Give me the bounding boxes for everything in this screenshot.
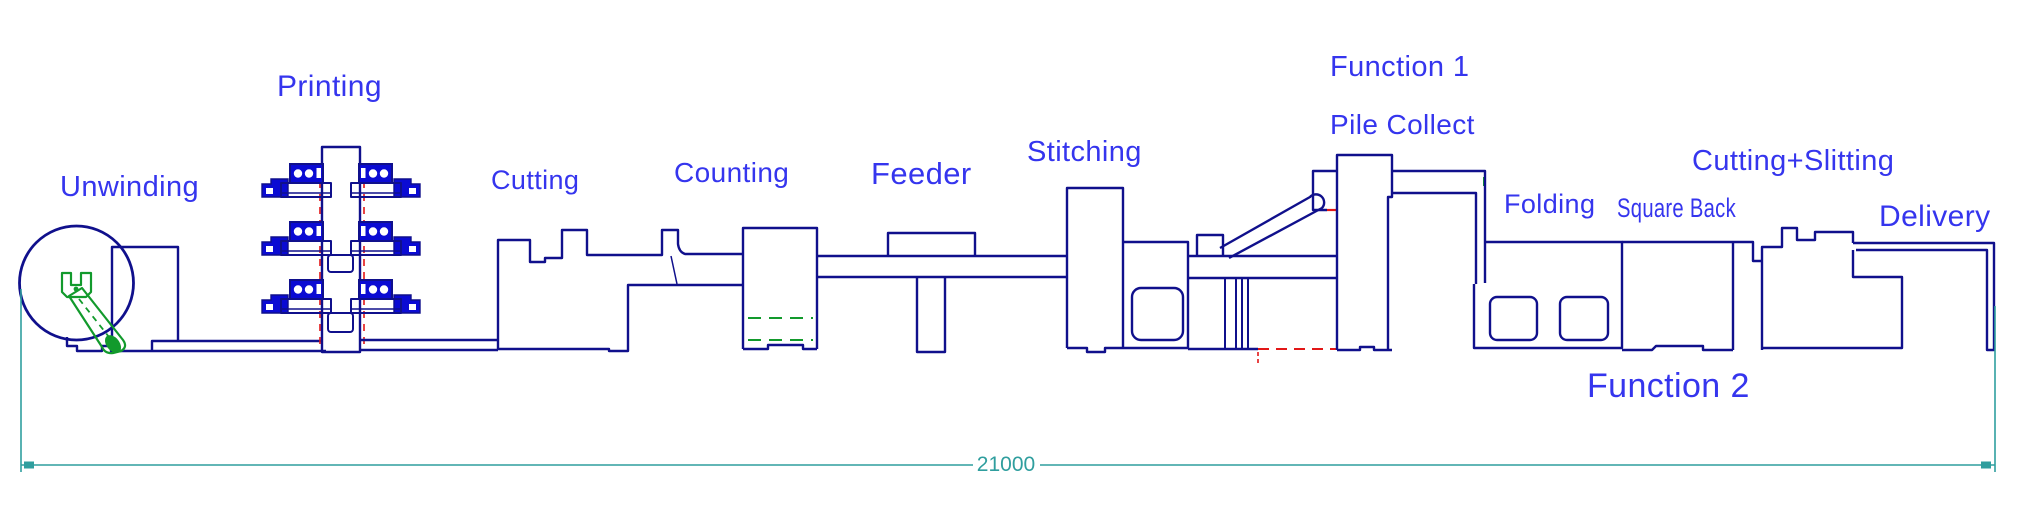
label-printing: Printing (277, 70, 382, 103)
cutting-slitting-top-profile (1760, 226, 1855, 350)
feeder-machine (817, 231, 1067, 354)
label-folding: Folding (1504, 189, 1595, 219)
cutting-base-and-lower-deck (498, 283, 743, 353)
pile-collect-base (1337, 345, 1392, 352)
pile-collect-tower (1335, 153, 1394, 350)
left-head-slot (316, 168, 321, 178)
folding-window-2 (1558, 295, 1610, 342)
section-labels: Unwinding Printing Cutting Counting Feed… (60, 51, 1991, 405)
label-cutting: Cutting (491, 165, 579, 195)
left-unit-arm (261, 178, 289, 198)
stitching-machine (1065, 186, 1190, 354)
arm-end-cap (104, 335, 122, 353)
overall-dimension: 21000 (20, 289, 1996, 476)
paper-roll-circle (18, 224, 135, 342)
square-back-machine (1622, 240, 1762, 352)
delivery-chute (1853, 241, 1996, 352)
right-head-slot (361, 168, 366, 178)
cutting-machine (496, 228, 743, 353)
incline-base-box (1195, 233, 1225, 257)
label-feeder: Feeder (871, 156, 972, 191)
printing-unit-row-2 (261, 221, 421, 256)
transfer-table (1188, 233, 1337, 366)
printing-tower (320, 145, 362, 354)
right-roller-2 (379, 169, 389, 178)
feeder-conveyor-band (817, 254, 1067, 279)
unwinding-stand-box (110, 245, 180, 341)
arm-body (67, 286, 127, 355)
stitching-side-box (1123, 240, 1190, 350)
dimension-tick-right (1981, 461, 1991, 469)
tower-window-lower (327, 312, 354, 333)
arm-center-dashed-line (78, 298, 110, 338)
label-pile-collect: Pile Collect (1330, 109, 1475, 140)
table-deck-lines (1188, 254, 1337, 280)
dimension-tick-left (24, 461, 34, 469)
printing-unit-row-3 (261, 279, 421, 314)
printing-machine (261, 145, 498, 354)
counting-bottom (743, 343, 817, 351)
pile-collect-infeed-notch (1311, 169, 1337, 212)
left-arm-notch (266, 188, 273, 194)
folding-machine (1472, 240, 1624, 350)
right-roller-1 (368, 169, 378, 178)
pile-collect-machine (1311, 153, 1487, 352)
left-roller-2 (304, 169, 314, 178)
unwinding-machine (18, 224, 326, 355)
square-back-bottom (1622, 344, 1733, 352)
left-roller-1 (293, 169, 303, 178)
stitching-tower (1065, 186, 1125, 348)
label-unwinding: Unwinding (60, 171, 199, 203)
cutting-slitting-body (1762, 250, 1904, 350)
incline-belt (1219, 193, 1326, 260)
printing-unit-row-1 (261, 163, 421, 198)
folding-body (1472, 240, 1624, 350)
label-cutting-slitting: Cutting+Slitting (1692, 145, 1894, 177)
dimension-value: 21000 (977, 453, 1035, 476)
cutting-top-profile (496, 228, 743, 349)
cutting-funnel-line (670, 255, 678, 285)
counting-body (741, 226, 819, 349)
incline-conveyor (1219, 177, 1485, 260)
feeder-hopper-box (886, 231, 977, 256)
cutting-slitting-machine (1760, 226, 1904, 350)
delivery-conveyor (1853, 241, 1996, 352)
table-posts (1224, 278, 1249, 349)
tower-window-upper (327, 254, 354, 273)
label-delivery: Delivery (1879, 200, 1991, 233)
web-conveyor-right (360, 338, 498, 352)
square-back-deck (1622, 240, 1762, 263)
right-unit-arm (393, 178, 421, 198)
arm-fork (60, 271, 93, 299)
dancer-arm (60, 271, 127, 355)
counting-machine (741, 226, 819, 351)
folding-window-1 (1488, 295, 1539, 342)
label-function1: Function 1 (1330, 51, 1469, 83)
stitching-window (1130, 286, 1185, 342)
right-arm-notch (409, 188, 416, 194)
pile-collect-arm-and-chute (1392, 169, 1487, 284)
stitching-tower-base (1067, 346, 1123, 354)
label-counting: Counting (674, 157, 789, 188)
label-square-back: Square Back (1617, 193, 1736, 223)
label-function2: Function 2 (1587, 367, 1750, 405)
label-stitching: Stitching (1027, 136, 1142, 168)
feeder-leg (915, 277, 947, 354)
